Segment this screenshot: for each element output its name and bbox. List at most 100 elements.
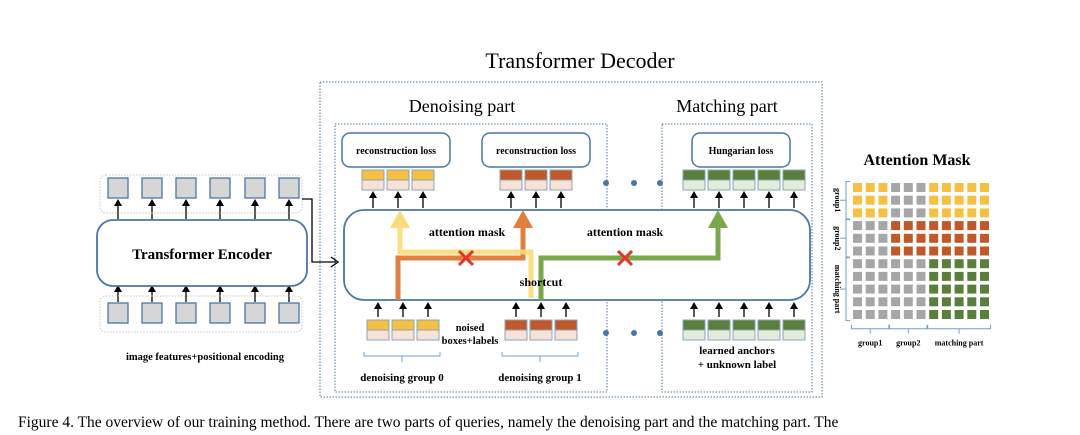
column-group-label: matching part (935, 339, 984, 348)
mask-cell-masked (853, 284, 862, 294)
ellipsis-dot (631, 180, 637, 186)
arrow-up-icon (507, 191, 515, 198)
arrow-up-icon (715, 191, 723, 198)
input-query-group0-position (416, 329, 440, 341)
mask-cell-masked (878, 297, 888, 307)
blocked-x-icon (616, 249, 634, 267)
matching-flow-line (538, 226, 721, 300)
output-query-matching-content (757, 169, 781, 181)
output-query-group0-content (411, 169, 435, 181)
row-group-bracket (840, 257, 850, 321)
input-query-group0-content (416, 319, 440, 331)
denoising-group-1-bracket (501, 352, 579, 362)
mask-cell-masked (878, 233, 888, 243)
arrow-up-icon (285, 199, 293, 206)
learned-anchors-label-line2: + unknown label (698, 359, 776, 371)
mask-cell-visible (903, 221, 913, 231)
mask-cell-masked (853, 259, 862, 269)
mask-cell-masked (903, 183, 913, 192)
mask-cell-visible (865, 208, 875, 218)
mask-cell-masked (865, 246, 875, 256)
input-query-group1-content (504, 319, 528, 331)
mask-cell-visible (941, 183, 951, 192)
input-query-group0-position (391, 329, 415, 341)
input-query-group0-position (366, 329, 390, 341)
mask-cell-visible (853, 208, 862, 218)
shortcut-label: shortcut (520, 275, 563, 289)
output-query-matching-content (782, 169, 806, 181)
mask-cell-masked (916, 195, 926, 205)
mask-cell-visible (954, 284, 964, 294)
mask-cell-visible (941, 297, 951, 307)
mask-cell-masked (865, 271, 875, 281)
arrow-up-icon (285, 285, 293, 292)
mask-cell-visible (967, 284, 977, 294)
mask-cell-masked (916, 208, 926, 218)
mask-cell-visible (980, 246, 989, 256)
arrow-up-icon (740, 302, 748, 309)
learned-anchors-label-line1: learned anchors (699, 345, 775, 357)
output-query-group1-content (549, 169, 573, 181)
denoising-part-label: Denoising part (409, 96, 515, 116)
input-query-matching-content (757, 319, 781, 331)
mask-cell-visible (941, 195, 951, 205)
arrow-up-icon (419, 191, 427, 198)
row-group-bracket (840, 181, 850, 220)
arrow-up-icon (251, 199, 259, 206)
mask-cell-masked (878, 246, 888, 256)
mask-cell-masked (916, 259, 926, 269)
mask-cell-visible (929, 195, 939, 205)
arrow-up-icon (399, 302, 407, 309)
mask-cell-masked (891, 259, 901, 269)
hungarian-loss-label: Hungarian loss (709, 146, 774, 157)
encoder-output-token (175, 177, 197, 199)
mask-cell-visible (853, 183, 862, 192)
arrow-up-icon (182, 199, 190, 206)
transformer-encoder-block (96, 219, 308, 287)
noised-label-line1: noised (456, 323, 485, 334)
mask-cell-visible (980, 271, 989, 281)
matching-part-label: Matching part (676, 96, 777, 116)
mask-cell-masked (853, 221, 862, 231)
encoder-output-token (209, 177, 231, 199)
mask-cell-visible (954, 259, 964, 269)
mask-cell-visible (929, 208, 939, 218)
input-query-matching-content (707, 319, 731, 331)
mask-cell-visible (967, 310, 977, 319)
arrow-up-icon (251, 285, 259, 292)
mask-cell-visible (980, 195, 989, 205)
mask-cell-masked (853, 246, 862, 256)
arrow-up-icon (532, 191, 540, 198)
mask-cell-visible (916, 221, 926, 231)
output-query-matching-position (707, 179, 731, 191)
encoder-input-token (244, 302, 266, 324)
input-query-group1-position (504, 329, 528, 341)
mask-cell-visible (967, 208, 977, 218)
mask-cell-masked (903, 271, 913, 281)
mask-cell-visible (980, 310, 989, 319)
mask-cell-visible (980, 284, 989, 294)
encoder-output-token (244, 177, 266, 199)
mask-cell-masked (903, 284, 913, 294)
row-group-label: group2 (833, 226, 842, 250)
encoder-input-label: image features+positional encoding (126, 352, 285, 363)
encoder-output-token (107, 177, 129, 199)
output-query-matching-content (707, 169, 731, 181)
output-query-matching-position (682, 179, 706, 191)
column-group-label: group1 (858, 339, 882, 348)
mask-cell-visible (954, 310, 964, 319)
arrow-up-icon (114, 285, 122, 292)
arrow-up-icon (369, 191, 377, 198)
mask-cell-masked (878, 221, 888, 231)
mask-cell-visible (916, 246, 926, 256)
mask-cell-masked (916, 183, 926, 192)
arrow-up-icon (148, 199, 156, 206)
mask-cell-visible (903, 233, 913, 243)
mask-cell-visible (967, 271, 977, 281)
output-query-matching-position (782, 179, 806, 191)
ellipsis-dot (603, 330, 609, 336)
figure-caption: Figure 4. The overview of our training m… (18, 414, 839, 431)
ellipsis-dot (603, 180, 609, 186)
output-query-group0-content (386, 169, 410, 181)
arrow-up-icon (765, 191, 773, 198)
